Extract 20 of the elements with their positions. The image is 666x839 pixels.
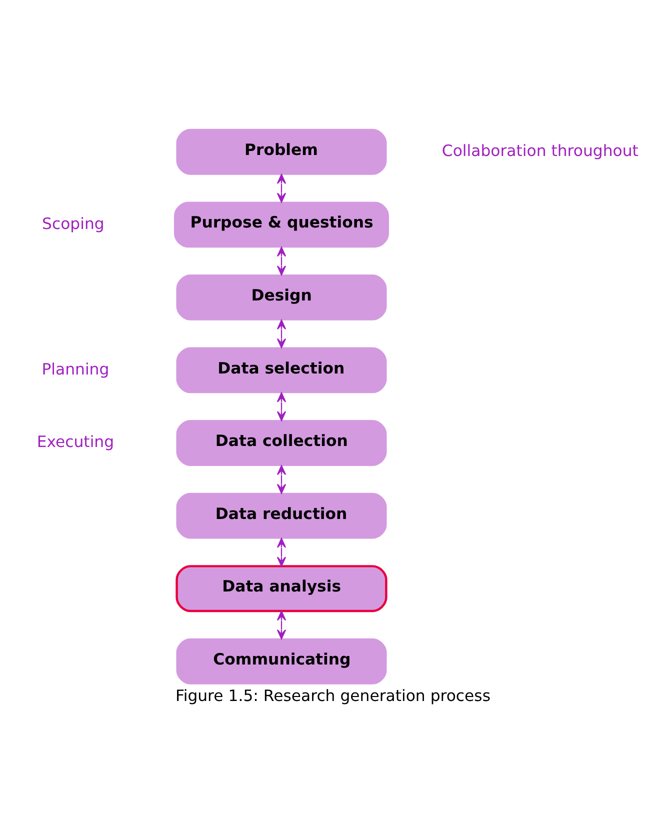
- arrow: [276, 392, 286, 422]
- arrow: [276, 538, 286, 567]
- node-box: Problem: [176, 128, 387, 175]
- node-box: Data collection: [176, 420, 387, 466]
- node-box: Design: [176, 274, 387, 320]
- label: Scoping: [42, 214, 104, 233]
- arrow: [276, 610, 286, 640]
- label: Collaboration throughout: [442, 141, 638, 160]
- node-box: Data reduction: [176, 492, 387, 539]
- arrow: [276, 465, 286, 494]
- caption: Figure 1.5: Research generation process: [175, 686, 491, 705]
- node-box: Data analysis: [176, 565, 388, 612]
- node-box: Purpose & questions: [174, 202, 389, 248]
- arrow: [276, 174, 286, 203]
- label: Planning: [42, 359, 110, 378]
- node-box: Communicating: [176, 638, 387, 684]
- arrow: [276, 320, 286, 348]
- node-box: Data selection: [176, 347, 387, 394]
- arrow: [276, 246, 286, 276]
- label: Executing: [36, 432, 114, 452]
